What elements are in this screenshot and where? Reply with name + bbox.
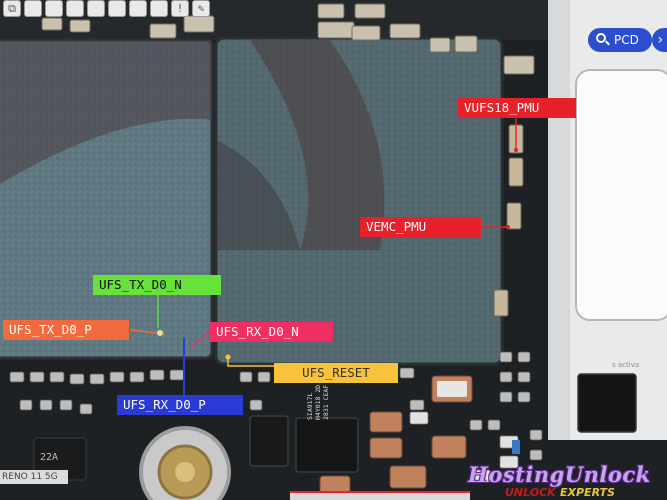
label-vemc-pmu: VEMC_PMU: [360, 217, 481, 237]
pcd-search-button[interactable]: PCD: [588, 28, 652, 52]
activation-hint: s activa: [612, 361, 640, 369]
label-ufs-rx-d0-p: UFS_RX_D0_P: [117, 395, 243, 415]
tool-button-3[interactable]: [66, 0, 84, 17]
tool-button-5[interactable]: [108, 0, 126, 17]
label-ufs-tx-d0-n: UFS_TX_D0_N: [93, 275, 221, 295]
chip-marking-22a: 22A: [40, 452, 59, 463]
edit-icon[interactable]: ✎: [192, 0, 210, 17]
watermark-sub-left: UNLOCK: [505, 486, 556, 499]
label-vufs18-pmu: VUFS18_PMU: [458, 98, 576, 118]
pcd-label: PCD: [614, 33, 639, 47]
chip-marking: SIA917L H4Y018 2D 2831 CEAF: [306, 384, 330, 420]
label-ufs-rx-d0-n: UFS_RX_D0_N: [210, 322, 333, 342]
chevron-right-icon[interactable]: ›: [652, 28, 667, 52]
label-ufs-reset: UFS_RESET: [274, 363, 398, 383]
tool-button-2[interactable]: [45, 0, 63, 17]
watermark-logo: HostingUnlock: [468, 462, 651, 487]
label-ufs-tx-d0-p: UFS_TX_D0_P: [3, 320, 129, 340]
exclamation-icon[interactable]: !: [171, 0, 189, 17]
watermark-sub-right: EXPERTS: [560, 486, 615, 499]
tool-button-6[interactable]: [129, 0, 147, 17]
tool-button-7[interactable]: [150, 0, 168, 17]
tool-button-1[interactable]: [24, 0, 42, 17]
search-icon: [596, 33, 606, 43]
model-tag: RENO 11 5G: [0, 470, 68, 484]
copy-icon[interactable]: ⧉: [3, 0, 21, 17]
tool-button-4[interactable]: [87, 0, 105, 17]
